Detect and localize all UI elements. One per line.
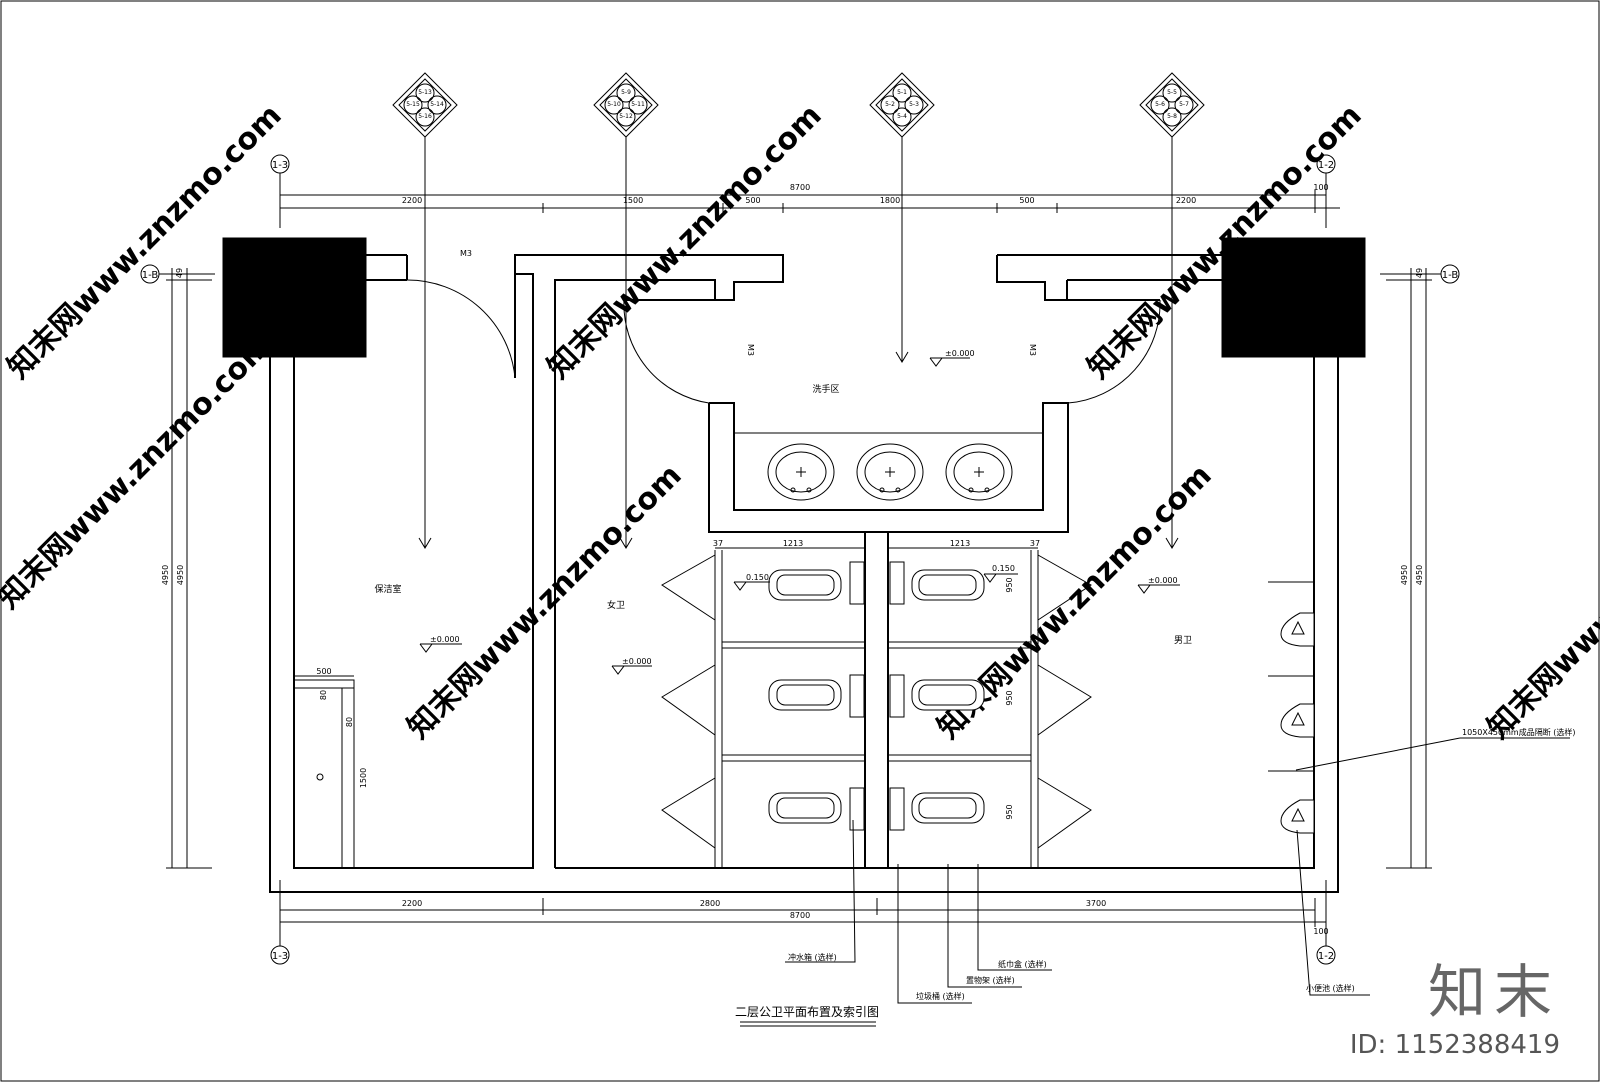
dim-segment: 500 bbox=[1019, 196, 1034, 205]
dim-segment: 3700 bbox=[1086, 899, 1106, 908]
index-label: 5-9 bbox=[621, 89, 631, 96]
watermark: 知末网www.znzmo.com bbox=[401, 458, 689, 746]
index-label: 5-16 bbox=[418, 113, 432, 120]
door-labels: M3 M3 M3 bbox=[460, 249, 1037, 356]
dim-height: 4950 bbox=[1400, 565, 1409, 585]
room-wash: 洗手区 bbox=[812, 383, 839, 395]
room-janitor: 保洁室 bbox=[374, 583, 401, 595]
dim-segment: 500 bbox=[745, 196, 760, 205]
janitor-dim: 80 bbox=[319, 690, 328, 700]
index-label: 5-8 bbox=[1167, 113, 1177, 120]
stall-depth: 950 bbox=[1005, 577, 1014, 592]
dim-segment: 2200 bbox=[402, 899, 422, 908]
index-label: 5-14 bbox=[430, 101, 444, 108]
index-label: 5-10 bbox=[607, 101, 621, 108]
view-arrows bbox=[418, 137, 1179, 549]
urinals bbox=[1268, 581, 1315, 834]
dim-segment: 2800 bbox=[700, 899, 720, 908]
index-label: 5-1 bbox=[897, 89, 907, 96]
axis-label: 1-B bbox=[1442, 270, 1459, 281]
callout-bin: 垃圾桶 (选样) bbox=[916, 991, 965, 1001]
structural-column bbox=[1221, 237, 1366, 358]
axis-label: 1-B bbox=[142, 270, 159, 281]
index-label: 5-6 bbox=[1155, 101, 1165, 108]
stall-gap: 37 bbox=[1030, 539, 1040, 548]
dim-segment: 1500 bbox=[623, 196, 643, 205]
brand-id: ID: 1152388419 bbox=[1349, 1030, 1560, 1060]
index-label: 5-4 bbox=[897, 113, 907, 120]
door-tag: M3 bbox=[746, 344, 755, 356]
janitor-dim: 500 bbox=[316, 667, 331, 676]
axis-label: 1-2 bbox=[1318, 160, 1334, 171]
structural-column bbox=[222, 237, 367, 358]
dim-height: 4950 bbox=[161, 565, 170, 585]
stall-width: 1213 bbox=[950, 539, 970, 548]
dim-total: 8700 bbox=[790, 183, 810, 192]
dim-height: 4950 bbox=[176, 565, 185, 585]
dim-segment: 2200 bbox=[402, 196, 422, 205]
dim-segment: 100 bbox=[1313, 183, 1328, 192]
dim-height: 4950 bbox=[1415, 565, 1424, 585]
index-label: 5-5 bbox=[1167, 89, 1177, 96]
room-female: 女卫 bbox=[607, 599, 625, 611]
index-label: 5-15 bbox=[406, 101, 420, 108]
drawing-title: 二层公卫平面布置及索引图 bbox=[735, 1005, 879, 1019]
brand-logo: 知末 bbox=[1427, 958, 1560, 1026]
watermark: 知末网www.znzmo.com bbox=[0, 328, 279, 616]
dim-segment: 2200 bbox=[1176, 196, 1196, 205]
level-text: 0.150 bbox=[992, 564, 1015, 573]
stall-width: 1213 bbox=[783, 539, 803, 548]
callout-flush-tank: 冲水箱 (选样) bbox=[788, 952, 837, 962]
index-label: 5-2 bbox=[885, 101, 895, 108]
stall-gap: 37 bbox=[713, 539, 723, 548]
walls bbox=[269, 254, 1339, 893]
room-labels: 保洁室 女卫 男卫 洗手区 bbox=[374, 383, 1192, 646]
callouts: 1050X450mm成品隔断 (选样) 冲水箱 (选样) 纸巾盒 (选样) 置物… bbox=[785, 727, 1575, 1004]
level-text: ±0.000 bbox=[945, 349, 975, 358]
bottom-dimensions: 2200 2800 3700 100 8700 bbox=[279, 898, 1329, 936]
top-dimensions: 8700 2200 1500 500 1800 500 2200 100 bbox=[279, 183, 1340, 213]
janitor-dim: 1500 bbox=[359, 768, 368, 788]
callout-partition: 1050X450mm成品隔断 (选样) bbox=[1462, 727, 1575, 737]
dim-small: 49 bbox=[175, 268, 184, 278]
stall-depth: 950 bbox=[1005, 804, 1014, 819]
callout-shelf: 置物架 (选样) bbox=[966, 975, 1015, 985]
door-tag: M3 bbox=[1028, 344, 1037, 356]
level-text: ±0.000 bbox=[1148, 576, 1178, 585]
level-text: ±0.000 bbox=[622, 657, 652, 666]
stall-depth: 950 bbox=[1005, 690, 1014, 705]
axis-label: 1-2 bbox=[1318, 951, 1334, 962]
level-text: 0.150 bbox=[746, 573, 769, 582]
axis-label: 1-3 bbox=[272, 160, 288, 171]
dim-segment: 100 bbox=[1313, 927, 1328, 936]
sinks bbox=[767, 443, 1013, 501]
dim-total: 8700 bbox=[790, 911, 810, 920]
stall-dimensions: 37 1213 1213 37 950 950 950 bbox=[713, 539, 1040, 820]
level-marks: ±0.000 ±0.000 ±0.000 ±0.000 0.150 0.150 bbox=[419, 349, 1180, 675]
room-male: 男卫 bbox=[1174, 635, 1192, 646]
dim-segment: 1800 bbox=[880, 196, 900, 205]
axis-label: 1-3 bbox=[272, 951, 288, 962]
dim-small: 49 bbox=[1415, 268, 1424, 278]
index-label: 5-3 bbox=[909, 101, 919, 108]
level-text: ±0.000 bbox=[430, 635, 460, 644]
janitor-dim: 80 bbox=[345, 717, 354, 727]
index-label: 5-7 bbox=[1179, 101, 1189, 108]
side-dimensions: 49 4950 4950 49 4950 4950 bbox=[161, 268, 1432, 869]
callout-tissue-box: 纸巾盒 (选样) bbox=[998, 959, 1047, 969]
watermark: 知末网www.znzmo.com bbox=[541, 98, 829, 386]
janitor-sink: 500 80 80 1500 bbox=[293, 667, 368, 869]
doors bbox=[406, 274, 1161, 404]
index-label: 5-13 bbox=[418, 89, 432, 96]
female-stalls bbox=[661, 550, 865, 868]
door-tag: M3 bbox=[460, 249, 472, 258]
watermark: 知末网www.znzmo.com bbox=[1481, 458, 1600, 746]
callout-urinal: 小便池 (选样) bbox=[1306, 983, 1355, 993]
male-stalls bbox=[888, 550, 1092, 868]
index-label: 5-12 bbox=[619, 113, 633, 120]
index-label: 5-11 bbox=[631, 101, 645, 108]
